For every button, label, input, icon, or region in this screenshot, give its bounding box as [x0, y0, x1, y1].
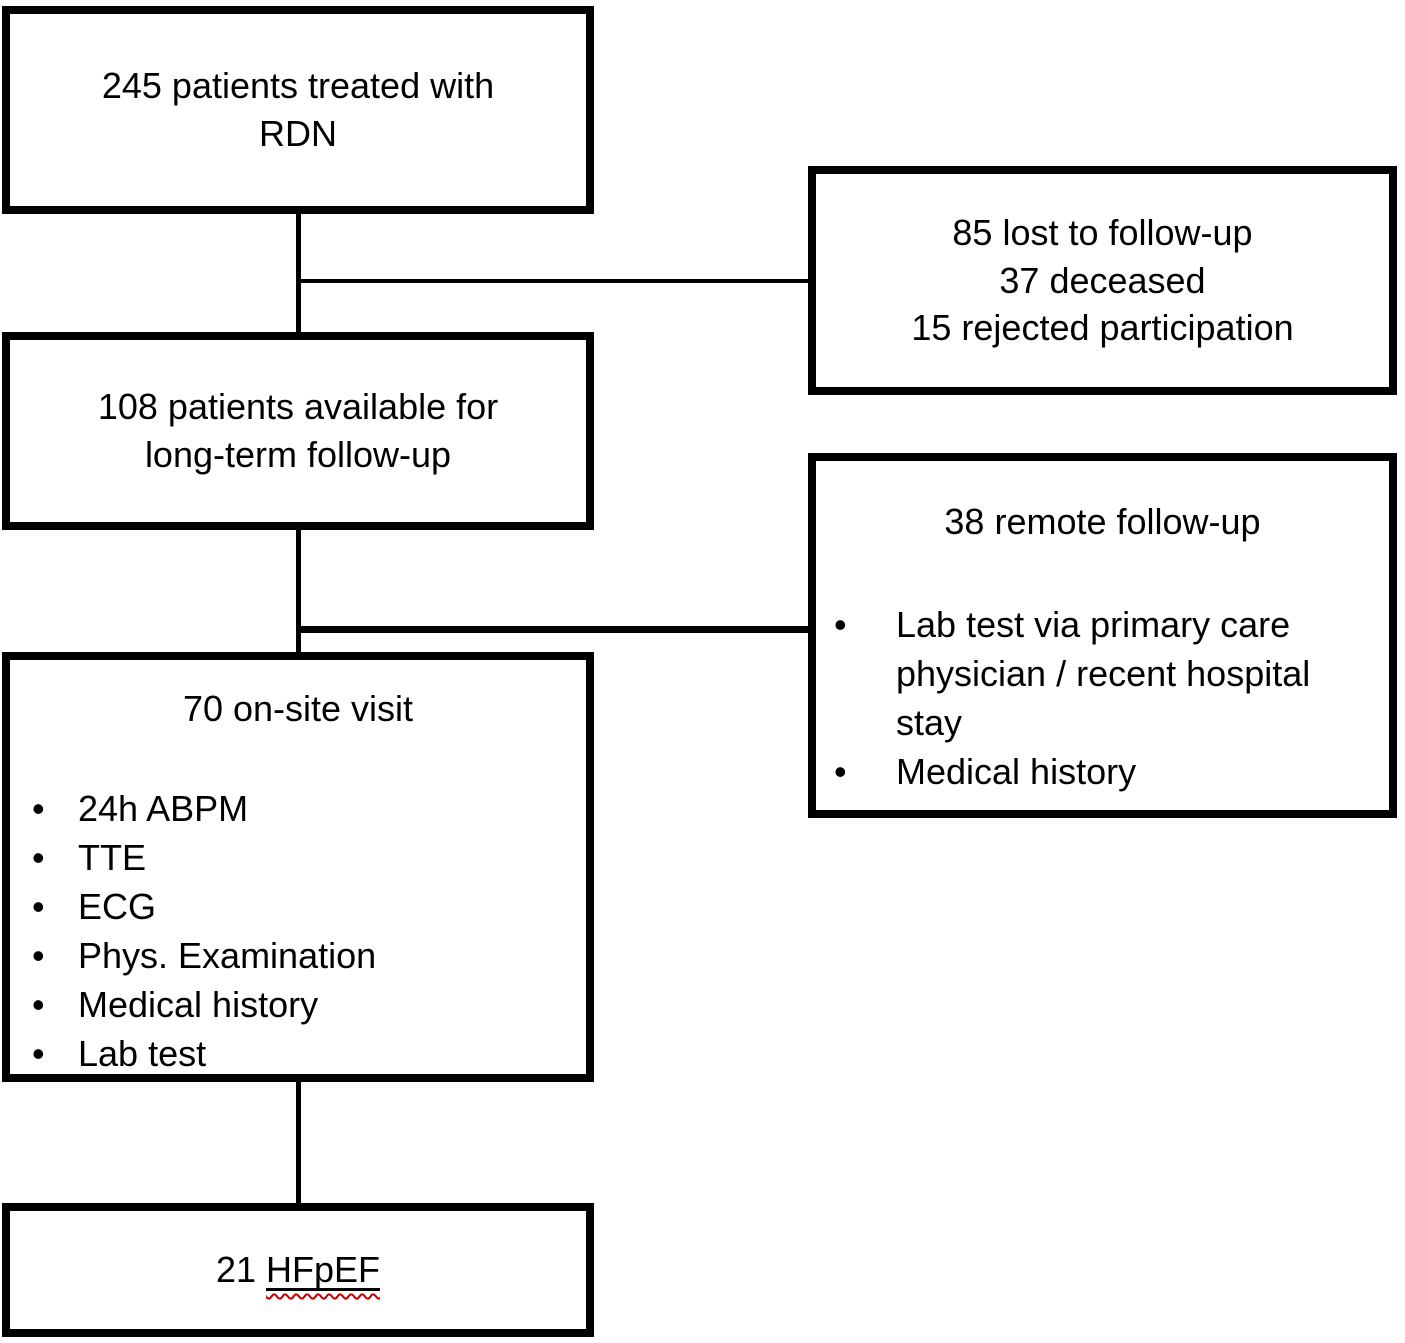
box-remote-followup: 38 remote follow-up • Lab test via prima… [808, 453, 1397, 818]
list-item: • Lab test via primary care physician / … [834, 601, 1389, 748]
bullet-icon: • [834, 750, 847, 792]
list-item: • ECG [32, 883, 586, 932]
bullet-icon: • [32, 934, 45, 976]
remote-followup-list: • Lab test via primary care physician / … [816, 601, 1389, 797]
box-available-for-followup: 108 patients available for long-term fol… [2, 332, 594, 530]
connector-line-onsite-to-hfpef [296, 1082, 301, 1204]
list-item: • Medical history [834, 748, 1389, 797]
list-item: • Phys. Examination [32, 932, 586, 981]
text-line: 245 patients treated with [101, 65, 495, 107]
text-line: RDN [259, 113, 337, 154]
list-item-label: Medical history [896, 750, 1137, 792]
list-item: • 24h ABPM [32, 785, 586, 834]
list-item-label: Lab test [78, 1032, 207, 1074]
bullet-icon: • [32, 1032, 45, 1074]
box-remote-title: 38 remote follow-up [944, 501, 1261, 542]
hfpef-line: 21 HFpEF [216, 1246, 380, 1294]
box-hfpef-result: 21 HFpEF [2, 1203, 594, 1337]
onsite-visit-list: • 24h ABPM • TTE • ECG • Phys. Examinati… [10, 785, 586, 1079]
bullet-icon: • [32, 983, 45, 1025]
list-item-label: Medical history [78, 983, 319, 1025]
bullet-icon: • [32, 885, 45, 927]
box-excluded-patients: 85 lost to follow-up 37 deceased 15 reje… [808, 166, 1397, 395]
text-line: 15 rejected participation [911, 307, 1294, 349]
text-line: 85 lost to follow-up [952, 212, 1253, 254]
text-line: long-term follow-up [144, 434, 452, 475]
hfpef-term: HFpEF [266, 1249, 381, 1291]
list-item-label: ECG [78, 885, 157, 927]
hfpef-count: 21 [215, 1249, 267, 1291]
bullet-icon: • [32, 836, 45, 878]
text-line: 37 deceased [999, 259, 1206, 301]
list-item: • Lab test [32, 1030, 586, 1079]
list-item-label: Phys. Examination [78, 934, 377, 976]
list-item-label: TTE [78, 836, 146, 878]
connector-line-to-remote-box [299, 626, 808, 633]
list-item-label: 24h ABPM [78, 787, 249, 829]
list-item: • Medical history [32, 981, 586, 1030]
connector-line-treated-to-available [296, 214, 301, 333]
box-onsite-title: 70 on-site visit [182, 688, 414, 729]
text-line: 108 patients available for [97, 386, 499, 428]
list-item-label: Lab test via primary care physician / re… [896, 603, 1311, 743]
box-onsite-visit: 70 on-site visit • 24h ABPM • TTE • ECG … [2, 652, 594, 1082]
spellcheck-underline: HFpEF [266, 1249, 380, 1290]
list-item: • TTE [32, 834, 586, 883]
connector-line-to-excluded-box [299, 279, 808, 283]
connector-line-available-to-onsite [296, 530, 301, 653]
bullet-icon: • [834, 603, 847, 645]
bullet-icon: • [32, 787, 45, 829]
box-treated-with-rdn: 245 patients treated with RDN [2, 6, 594, 214]
